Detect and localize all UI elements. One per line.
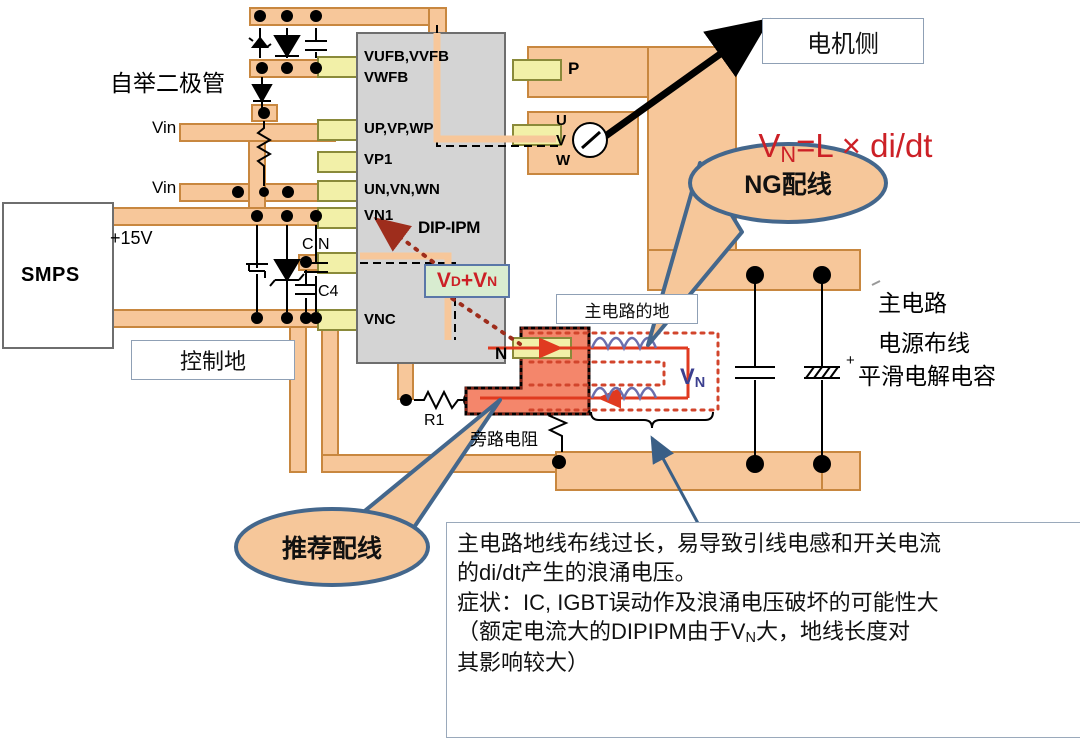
main-circuit-label-2: 电源布线	[878, 330, 970, 356]
pad-vp1	[317, 151, 361, 173]
terminal-label-n: N	[495, 344, 508, 363]
note-line-5: 其影响较大）	[457, 650, 590, 676]
note-line-3: 症状：IC, IGBT误动作及浪涌电压破坏的可能性大	[457, 589, 939, 615]
bypass-resistor-label: 旁路电阻	[470, 430, 538, 449]
pin-label-vnc: VNC	[364, 311, 396, 328]
pad-vufb	[317, 56, 361, 78]
motor-phase-w: W	[556, 152, 571, 169]
main-circuit-label-1: 主电路	[878, 290, 947, 316]
bootstrap-diode-label: 自举二极管	[110, 70, 225, 96]
motor-needle	[581, 130, 601, 150]
pad-p	[512, 59, 562, 81]
internal-routing-fill	[360, 33, 556, 340]
vd-vn-indicators	[373, 217, 522, 346]
pin-label-un-vn-wn: UN,VN,WN	[364, 181, 440, 198]
dip-ipm-body	[356, 32, 506, 364]
pin-label-vp1: VP1	[364, 151, 393, 168]
vin-label-upper: Vin	[152, 118, 177, 137]
smps-box	[2, 202, 114, 349]
smoothing-cap-label: 平滑电解电容	[858, 363, 996, 389]
pin-label-vufb-vvfb: VUFB,VVFB	[364, 48, 450, 65]
pad-vn1	[317, 207, 361, 229]
motor-phase-u: U	[556, 112, 567, 129]
motor-side-label: 电机侧	[762, 18, 924, 64]
vn-label: VN	[680, 364, 706, 392]
note-line-4: （额定电流大的DIPIPM由于VN大，地线长度对	[457, 618, 910, 646]
pin-label-vn1: VN1	[364, 207, 394, 224]
electrolytic-plus-sign: +	[846, 352, 855, 369]
c4-label: C4	[318, 283, 339, 300]
vn-brace	[590, 411, 714, 429]
pad-un-vn-wn	[317, 180, 361, 202]
motor-side-arrow	[597, 17, 771, 143]
main-circuit-ground-label: 主电路的地	[556, 294, 698, 324]
discrete-components	[246, 28, 840, 462]
cin-label: CIN	[302, 236, 330, 253]
smps-label: SMPS	[21, 264, 80, 286]
note-line-1: 主电路地线布线过长，易导致引线电感和开关电流	[457, 531, 942, 556]
vn-loop	[528, 331, 720, 412]
pad-up-vp-wp	[317, 119, 361, 141]
terminal-label-p: P	[568, 59, 580, 78]
motor-phase-v: V	[556, 132, 567, 149]
label-tick	[871, 280, 881, 286]
note-leader-line	[650, 435, 702, 528]
note-line-2: 的di/dt产生的浪涌电压。	[457, 560, 697, 586]
module-name: DIP-IPM	[418, 218, 481, 237]
pin-label-up-vp-wp: UP,VP,WP	[364, 120, 434, 137]
r1-label: R1	[424, 412, 445, 429]
callout-recommended-wiring[interactable]	[234, 398, 502, 587]
pin-label-vwfb: VWFB	[364, 69, 409, 86]
rail-label-15v: +15V	[110, 228, 153, 248]
surge-voltage-formula: VN=L × di/dt	[758, 126, 933, 167]
stray-inductance-coils	[590, 336, 658, 402]
vin-label-lower: Vin	[152, 178, 177, 197]
pad-vnc	[317, 309, 361, 331]
explanation-note: 主电路地线布线过长，易导致引线电感和开关电流 的di/dt产生的浪涌电压。 症状…	[446, 522, 1080, 738]
control-ground-label: 控制地	[131, 340, 295, 380]
